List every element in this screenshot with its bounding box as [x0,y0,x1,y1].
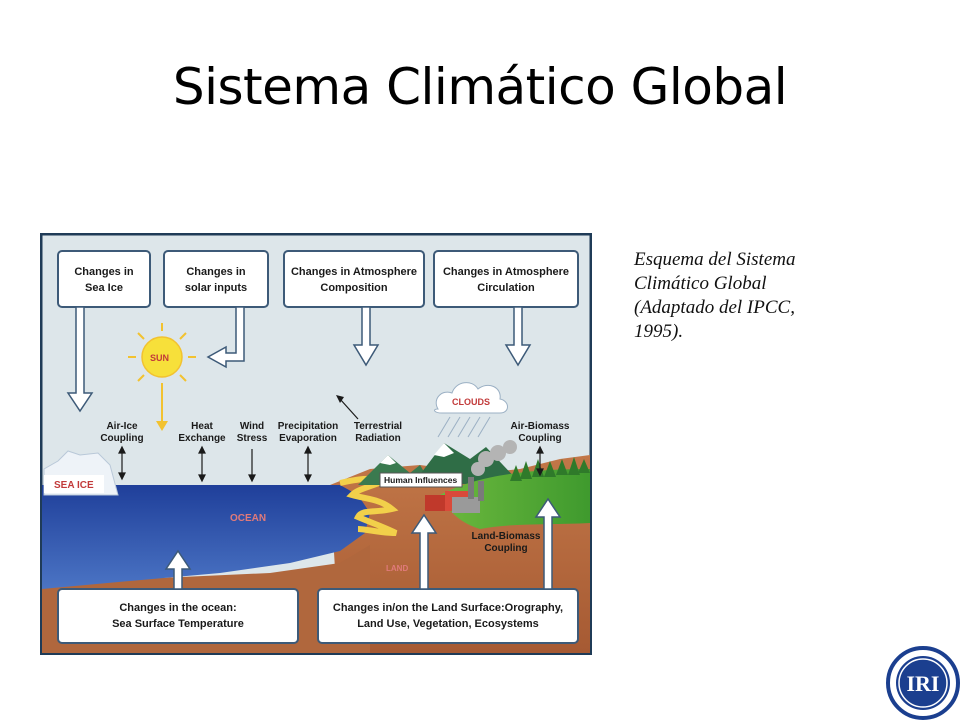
terr-label-2: Radiation [355,433,401,444]
land-label: LAND [386,564,408,573]
arrow-land-up-right [534,497,562,590]
smoke [471,440,517,476]
svg-text:solar inputs: solar inputs [185,282,247,294]
top-box-solar: Changes in solar inputs [163,250,269,308]
svg-text:Sea Ice: Sea Ice [85,282,123,294]
arrow-composition [352,306,380,367]
solar-ray-head [156,421,168,431]
iri-logo: IRI [885,645,960,720]
svg-text:Changes in/on the Land Surface: Changes in/on the Land Surface:Orography… [333,602,563,614]
air-bio-label-2: Coupling [518,433,561,444]
air-ice-label-2: Coupling [100,433,143,444]
svg-text:Changes in Atmosphere: Changes in Atmosphere [443,266,569,278]
sea-ice-label: SEA ICE [54,480,94,491]
sun-label: SUN [150,353,169,363]
ocean-label: OCEAN [230,513,266,524]
sea-ice-label-bg [44,475,104,493]
land-bio-label-1: Land-Biomass [472,531,541,542]
arrow-air-bio [536,445,544,477]
bottom-box-land: Changes in/on the Land Surface:Orography… [317,588,579,644]
air-bio-label-1: Air-Biomass [511,421,570,432]
svg-text:Changes in the ocean:: Changes in the ocean: [119,602,236,614]
climate-system-diagram: SEA ICE OCEAN LAND Human Influences [40,233,592,655]
terr-label-1: Terrestrial [354,421,402,432]
land-bio-label-2: Coupling [484,543,527,554]
svg-text:Changes in Atmosphere: Changes in Atmosphere [291,266,417,278]
clouds [434,382,508,438]
ocean-area [42,485,370,589]
svg-text:Changes in: Changes in [186,266,246,278]
figure-caption: Esquema del Sistema Climático Global (Ad… [634,249,796,342]
arrow-air-ice [118,445,126,481]
heat-label-2: Exchange [178,433,226,444]
svg-text:Circulation: Circulation [477,282,535,294]
arrow-circulation [504,306,532,367]
bottom-box-ocean: Changes in the ocean: Sea Surface Temper… [57,588,299,644]
arrow-sea-ice [66,306,94,413]
precip-label-2: Evaporation [279,433,337,444]
terrestrial-arrow-head [336,395,344,403]
air-ice-label-1: Air-Ice [106,421,138,432]
arrow-solar [206,306,245,369]
forest [510,457,590,481]
heat-label-1: Heat [191,421,213,432]
mountain-right-snow [434,443,454,457]
svg-text:Composition: Composition [320,282,387,294]
arrow-heat [198,445,206,483]
svg-text:Changes in: Changes in [74,266,134,278]
mountain-left-snow [380,455,396,465]
clouds-label: CLOUDS [452,397,490,407]
arrow-land-up-left [410,513,438,590]
wind-label-2: Stress [237,433,268,444]
terrestrial-arrow [339,398,359,420]
factory [425,477,484,513]
top-box-sea-ice: Changes in Sea Ice [57,250,151,308]
precip-label-1: Precipitation [278,421,339,432]
logo-text: IRI [906,671,939,696]
human-influences-box [379,472,463,488]
arrow-ocean-up [164,549,192,590]
top-box-circulation: Changes in Atmosphere Circulation [433,250,579,308]
svg-text:Land Use, Vegetation, Ecosyste: Land Use, Vegetation, Ecosystems [357,618,539,630]
arrow-wind [248,449,256,483]
wind-label-1: Wind [240,421,264,432]
arrow-precip [304,445,312,483]
slide-title: Sistema Climático Global [172,58,788,116]
top-box-composition: Changes in Atmosphere Composition [283,250,425,308]
svg-text:Sea Surface Temperature: Sea Surface Temperature [112,618,244,630]
sun-icon [128,323,196,391]
human-influences-label: Human Influences [384,475,457,485]
